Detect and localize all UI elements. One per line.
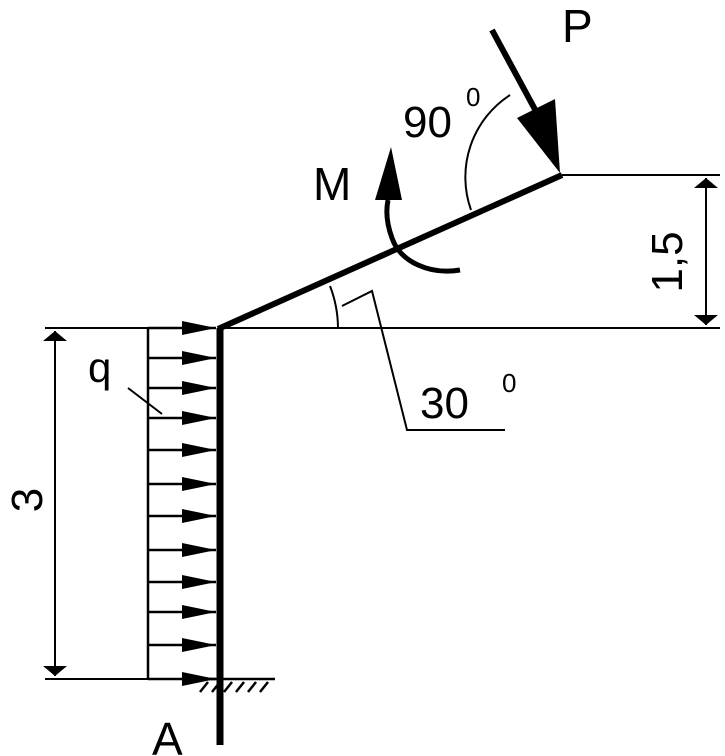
m-label: M (313, 158, 351, 210)
dimension-height-label: 3 (3, 488, 52, 512)
angle-30-leader (341, 289, 505, 431)
p-label: P (562, 0, 593, 52)
inclined-member (216, 172, 564, 332)
fixed-support (185, 677, 275, 693)
moment-m-arrow (375, 147, 461, 274)
distributed-load (146, 321, 216, 686)
force-p-arrow (489, 28, 560, 173)
a-label: A (152, 713, 183, 756)
angle-90-arc (464, 94, 511, 211)
angle-30-degree: 0 (502, 368, 516, 398)
dimension-height (43, 327, 148, 680)
angle-30-label: 30 (420, 379, 469, 428)
dimension-rise-label: 1,5 (643, 231, 692, 292)
angle-90-label: 90 (403, 98, 452, 147)
q-leader-line (127, 387, 163, 415)
angle-30-arc (329, 285, 339, 329)
angle-90-degree: 0 (466, 82, 480, 112)
q-label: q (88, 344, 111, 391)
